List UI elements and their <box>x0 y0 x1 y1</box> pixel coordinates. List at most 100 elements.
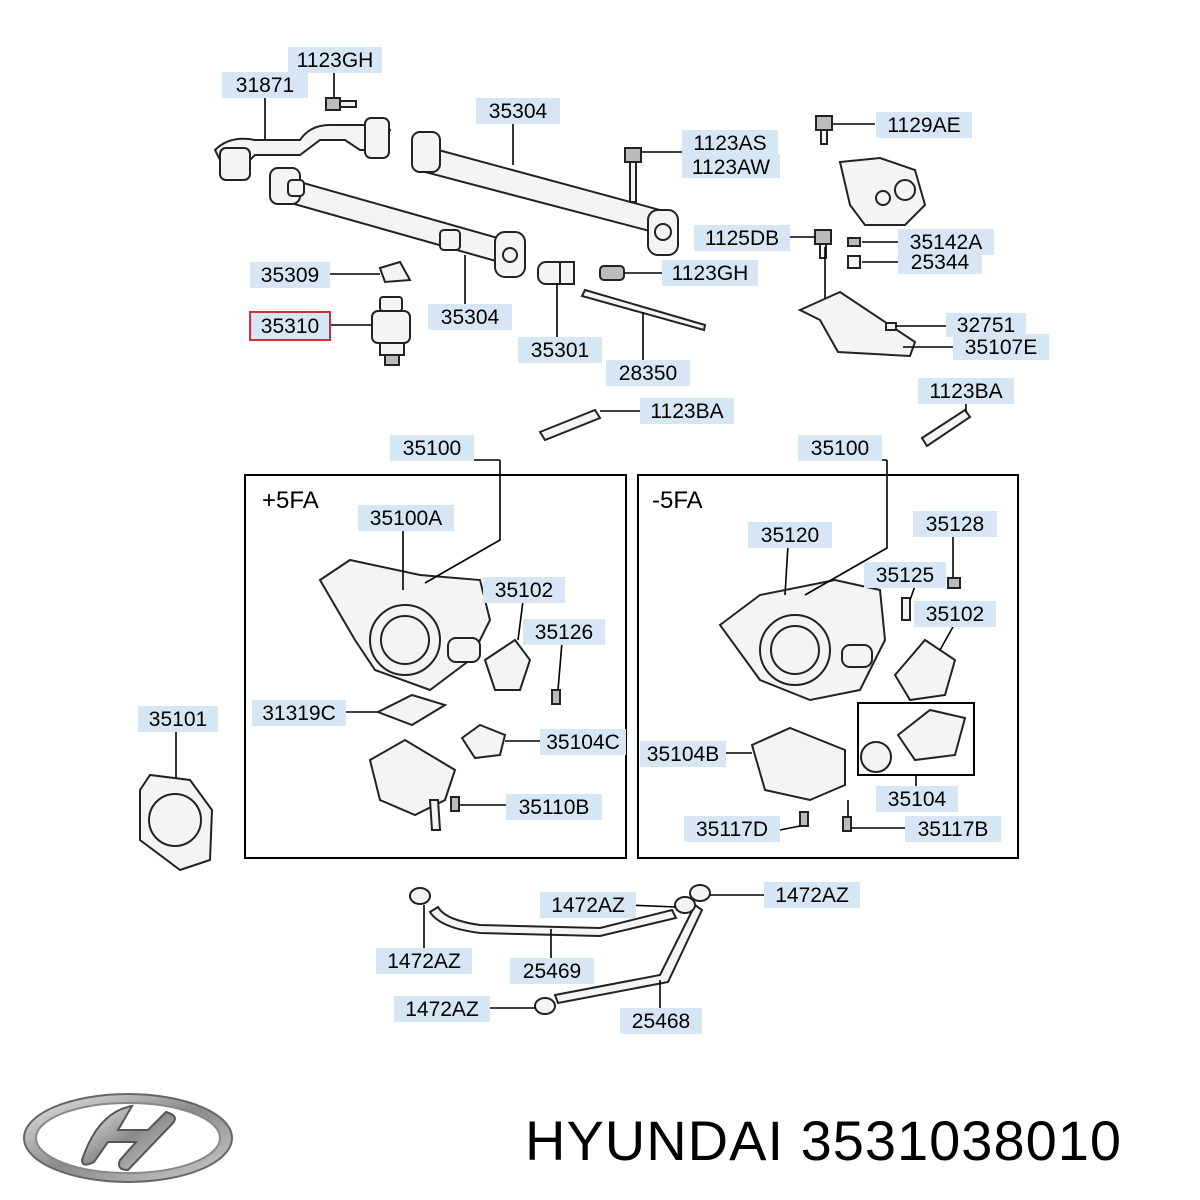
label-35126: 35126 <box>523 619 605 645</box>
injector-35310 <box>371 296 411 366</box>
label-35110B: 35110B <box>506 794 602 820</box>
svg-text:35104C: 35104C <box>546 731 620 754</box>
svg-text:31871: 31871 <box>236 74 294 97</box>
svg-text:35110B: 35110B <box>519 796 590 819</box>
svg-text:35117D: 35117D <box>696 818 768 841</box>
svg-text:35104B: 35104B <box>647 743 719 766</box>
svg-text:35102: 35102 <box>926 603 984 626</box>
svg-text:1129AE: 1129AE <box>887 114 960 137</box>
svg-text:35126: 35126 <box>535 621 593 644</box>
svg-text:28350: 28350 <box>619 362 677 385</box>
label-35304-mid: 35304 <box>428 304 512 330</box>
label-1123AW: 1123AW <box>682 154 780 179</box>
screw-35117D <box>799 811 809 827</box>
label-35304-top: 35304 <box>476 98 560 124</box>
svg-text:35100A: 35100A <box>370 507 442 530</box>
hose-25469 <box>428 905 678 938</box>
svg-text:35310: 35310 <box>261 315 319 338</box>
throttle-body-35120 <box>718 578 887 702</box>
bolt-1123BA-left <box>538 408 602 442</box>
label-1123GH-top: 1123GH <box>288 47 382 73</box>
label-35117D: 35117D <box>684 816 780 842</box>
label-1472AZ-bottom: 1472AZ <box>394 996 490 1022</box>
label-35100A: 35100A <box>358 505 454 531</box>
pressure-regulator-35301 <box>537 261 625 285</box>
label-28350: 28350 <box>606 360 690 386</box>
label-31319C: 31319C <box>252 700 346 726</box>
label-1472AZ-left: 1472AZ <box>376 948 472 974</box>
svg-text:1472AZ: 1472AZ <box>775 884 849 907</box>
svg-text:25468: 25468 <box>632 1010 690 1033</box>
label-35128: 35128 <box>913 511 997 537</box>
svg-text:35117B: 35117B <box>918 818 989 841</box>
bolt-1123BA-right <box>920 408 972 448</box>
label-35310: 35310 <box>249 311 331 341</box>
svg-text:35100: 35100 <box>811 437 869 460</box>
svg-text:1123GH: 1123GH <box>672 262 749 285</box>
label-35102-left: 35102 <box>483 577 565 603</box>
svg-text:1472AZ: 1472AZ <box>551 894 625 917</box>
svg-text:1123AS: 1123AS <box>693 132 766 155</box>
bolt-1123GH-top <box>325 97 357 111</box>
label-1125DB: 1125DB <box>694 225 790 251</box>
spring-35125 <box>901 597 911 621</box>
hose-25468 <box>553 903 704 1005</box>
label-1129AE: 1129AE <box>876 112 972 138</box>
label-25469: 25469 <box>510 958 594 984</box>
inset-35104 <box>857 702 975 776</box>
sensor-35102-left <box>483 638 532 691</box>
leader-lines <box>175 70 967 1009</box>
brand-part-number: HYUNDAI 3531038010 <box>525 1109 1123 1172</box>
svg-text:35102: 35102 <box>495 579 553 602</box>
svg-text:1472AZ: 1472AZ <box>405 998 479 1021</box>
label-35101: 35101 <box>138 706 218 732</box>
label-1472AZ-mid: 1472AZ <box>540 892 636 918</box>
box-title-plus-5fa: +5FA <box>262 487 319 514</box>
frame-minus-5fa <box>637 474 1019 859</box>
actuator-35110B <box>368 738 457 831</box>
label-35100-left: 35100 <box>390 435 474 461</box>
dipstick-28350 <box>580 288 707 332</box>
svg-text:1123BA: 1123BA <box>650 400 723 423</box>
svg-text:35301: 35301 <box>531 339 589 362</box>
label-1472AZ-right: 1472AZ <box>764 882 860 908</box>
svg-text:35304: 35304 <box>441 306 500 329</box>
label-1123BA-right: 1123BA <box>918 378 1014 404</box>
fuel-rail-rear <box>411 131 679 256</box>
frame-plus-5fa <box>244 474 627 859</box>
label-1123AS: 1123AS <box>682 130 778 155</box>
label-35104B: 35104B <box>640 741 726 767</box>
actuator-35104B <box>750 726 846 802</box>
svg-text:25344: 25344 <box>911 251 970 274</box>
svg-text:35104: 35104 <box>888 788 947 811</box>
grommet-25344 <box>847 255 861 269</box>
clamp-1472AZ-d <box>534 997 556 1015</box>
label-35104C: 35104C <box>540 729 626 755</box>
label-32751: 32751 <box>946 313 1026 337</box>
svg-text:1472AZ: 1472AZ <box>387 950 461 973</box>
screw-35117B <box>842 816 852 832</box>
label-35100-right: 35100 <box>798 435 882 461</box>
hyundai-logo-icon <box>23 1093 233 1183</box>
label-35102-right: 35102 <box>914 601 996 627</box>
svg-text:35128: 35128 <box>926 513 984 536</box>
cap-35128 <box>947 577 961 589</box>
valve-assembly <box>838 156 927 226</box>
bolt-1129AE <box>815 115 833 145</box>
svg-text:35100: 35100 <box>403 437 461 460</box>
svg-text:31319C: 31319C <box>262 702 336 725</box>
svg-text:35142A: 35142A <box>910 231 982 254</box>
bracket-35107E <box>797 290 917 358</box>
svg-text:35120: 35120 <box>761 524 819 547</box>
svg-text:1123GH: 1123GH <box>297 49 374 72</box>
svg-text:1123AW: 1123AW <box>692 156 770 179</box>
label-25468: 25468 <box>620 1008 702 1034</box>
clamp-1472AZ-b <box>674 896 696 914</box>
label-35107E: 35107E <box>953 334 1049 360</box>
svg-text:25469: 25469 <box>523 960 581 983</box>
fuel-line-31871 <box>213 117 392 181</box>
svg-text:35304: 35304 <box>489 100 548 123</box>
gasket-35101 <box>139 773 214 872</box>
svg-text:32751: 32751 <box>957 314 1015 337</box>
